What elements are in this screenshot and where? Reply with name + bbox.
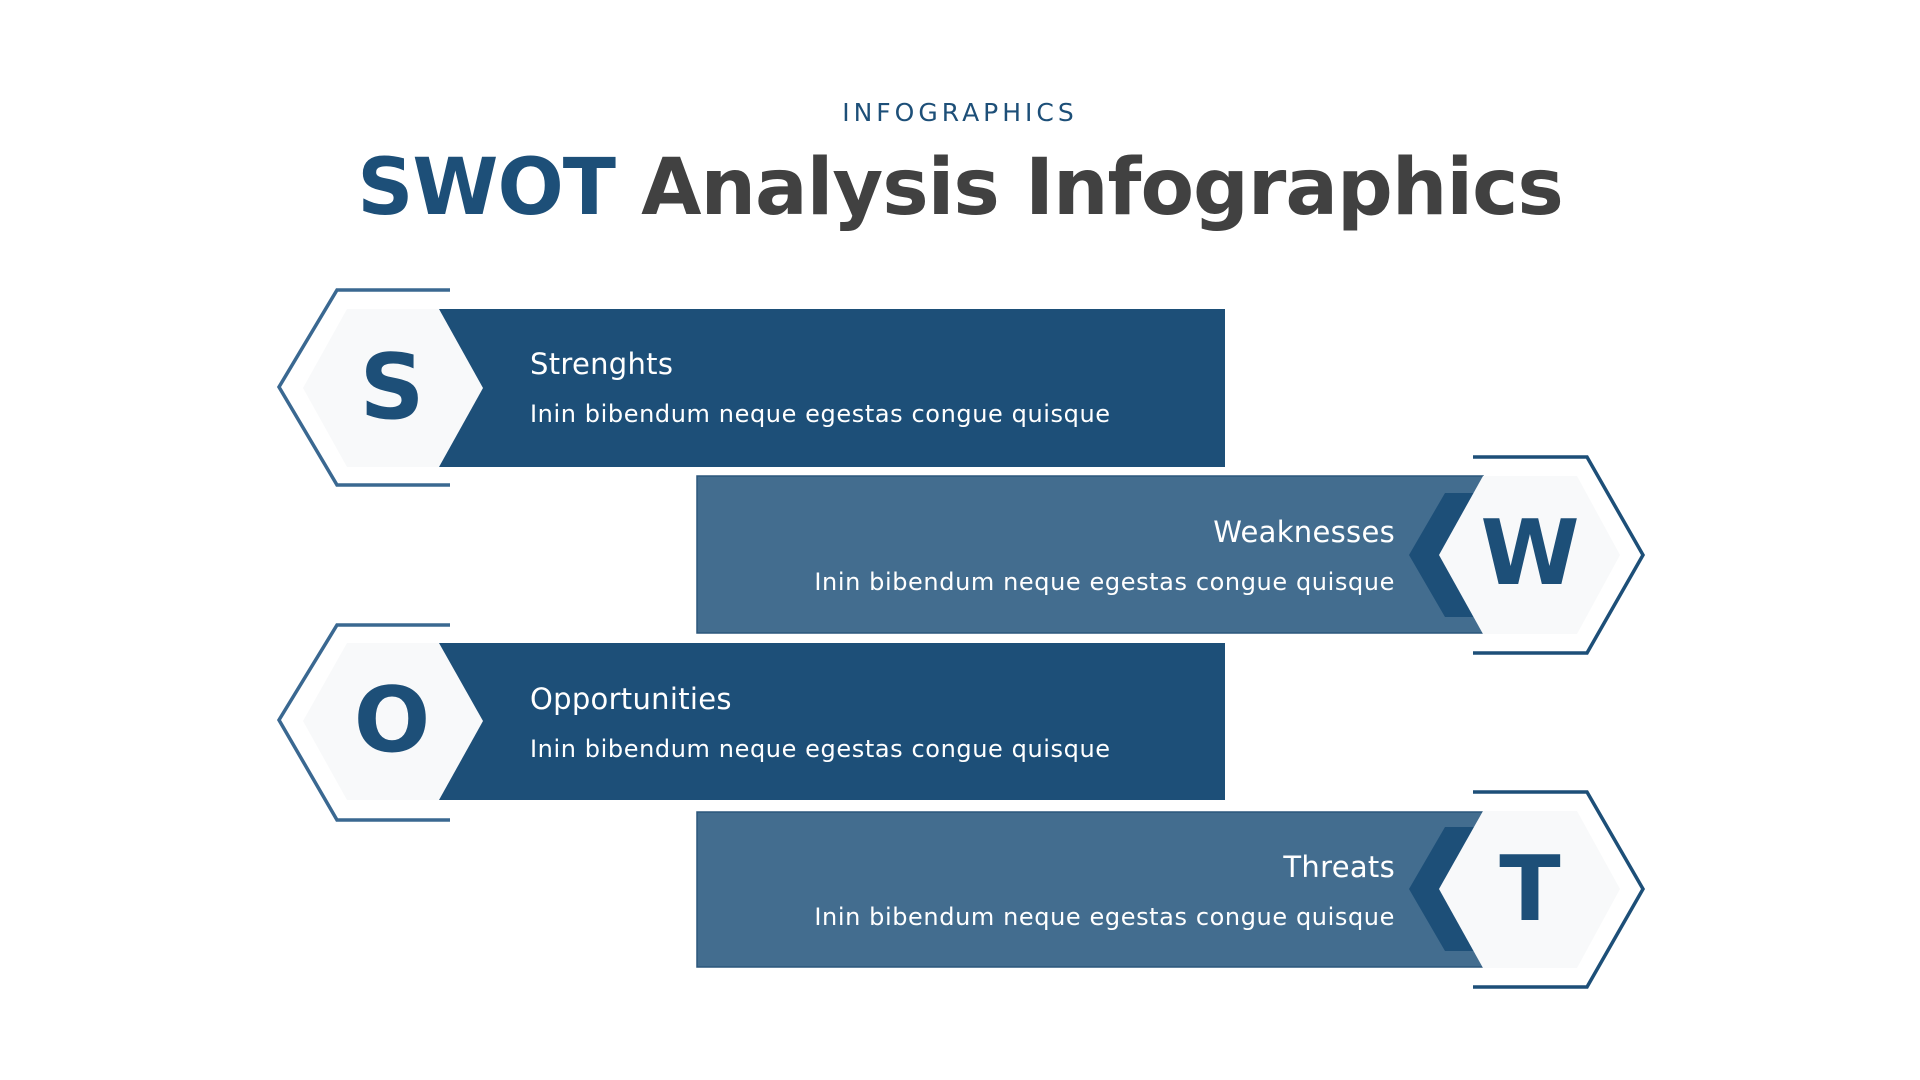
letter-o: O: [353, 668, 431, 773]
letter-w: W: [1480, 501, 1580, 606]
swot-item-opportunities: Opportunities Inin bibendum neque egesta…: [530, 682, 1111, 763]
item-heading: Threats: [1283, 850, 1395, 884]
swot-item-threats: Threats Inin bibendum neque egestas cong…: [814, 850, 1395, 931]
kicker-label: INFOGRAPHICS: [842, 98, 1078, 127]
swot-item-weaknesses: Weaknesses Inin bibendum neque egestas c…: [814, 515, 1395, 596]
page-title: SWOT Analysis Infographics: [0, 143, 1920, 233]
item-heading: Weaknesses: [1213, 515, 1395, 549]
swot-item-strengths: Strenghts Inin bibendum neque egestas co…: [530, 347, 1111, 428]
title-accent: SWOT: [357, 143, 616, 233]
item-body: Inin bibendum neque egestas congue quisq…: [530, 735, 1111, 763]
item-heading: Opportunities: [530, 682, 732, 716]
title-rest: Analysis Infographics: [614, 143, 1564, 233]
swot-item-threats-shape: [696, 790, 1646, 989]
swot-item-opportunities-shape: [276, 623, 1225, 822]
letter-t: T: [1499, 837, 1561, 942]
item-body: Inin bibendum neque egestas congue quisq…: [814, 568, 1395, 596]
swot-item-strengths-shape: [276, 288, 1225, 487]
item-body: Inin bibendum neque egestas congue quisq…: [530, 400, 1111, 428]
item-body: Inin bibendum neque egestas congue quisq…: [814, 903, 1395, 931]
item-heading: Strenghts: [530, 347, 674, 381]
swot-item-weaknesses-shape: [696, 455, 1646, 655]
letter-s: S: [359, 335, 425, 440]
